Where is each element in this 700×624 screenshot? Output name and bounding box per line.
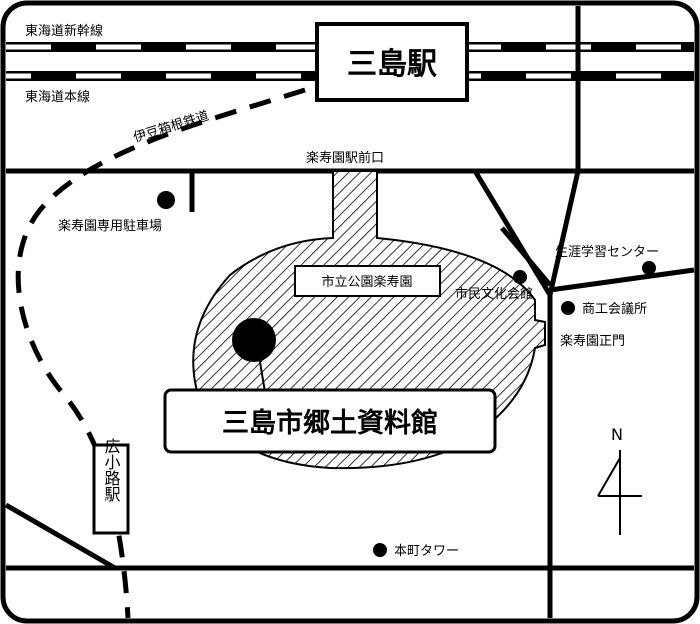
honmachi-tower-label: 本町タワー (394, 544, 459, 559)
parking-marker (157, 191, 175, 209)
parking-label: 楽寿園専用駐車場 (58, 218, 162, 234)
road-southwest-diagonal (4, 502, 117, 571)
ekimae-road-label: 楽寿園駅前口 (306, 150, 384, 166)
learning-center-label: 生涯学習センター (555, 244, 659, 260)
road-diagonal-c (500, 226, 552, 287)
mishima-station-label: 三島駅 (347, 47, 437, 82)
shinkansen-label: 東海道新幹線 (25, 23, 103, 39)
honmachi-tower-marker (373, 543, 387, 557)
road-diagonal-b (547, 170, 581, 296)
road-diagonal-a (472, 169, 553, 297)
hirokoji-station-box (92, 443, 130, 535)
museum-label-box (163, 388, 497, 454)
main-gate-label: 楽寿園正門 (560, 333, 625, 349)
culture-hall-marker (513, 270, 527, 284)
north-letter: N (611, 425, 623, 444)
museum-pointer-line (257, 349, 266, 393)
learning-center-marker (642, 261, 656, 275)
park-label: 市立公園楽寿園 (321, 274, 412, 290)
honsen-label: 東海道本線 (25, 89, 90, 105)
road-east-angled (549, 267, 695, 293)
commerce-hall-label: 商工会議所 (582, 302, 647, 317)
north-arrow-icon: N (597, 425, 642, 535)
roads (4, 6, 695, 618)
mishima-station-box (315, 22, 469, 102)
culture-hall-label: 市民文化会館 (455, 286, 533, 302)
park-label-box (294, 265, 441, 297)
museum-marker (232, 318, 276, 362)
museum-label: 三島市郷土資料館 (222, 407, 438, 439)
commerce-hall-marker (561, 301, 575, 315)
hirokoji-station-label: 広小路駅 (102, 438, 121, 502)
rail-izuhakone (15, 87, 306, 619)
